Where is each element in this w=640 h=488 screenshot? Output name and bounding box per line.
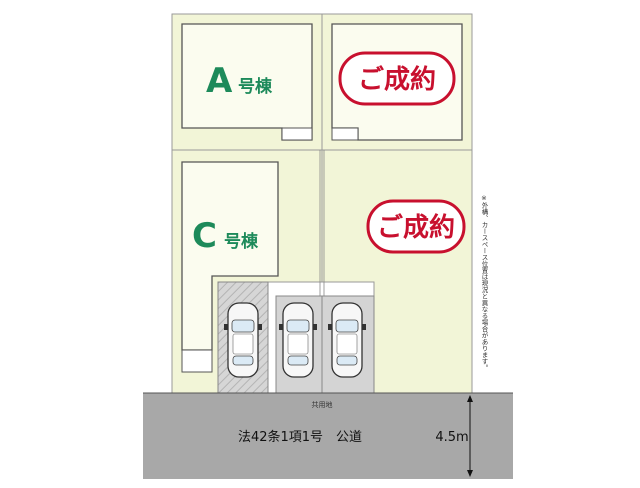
car-icon — [279, 302, 317, 378]
car-part — [232, 355, 254, 366]
building-a-step — [281, 127, 313, 141]
car-part — [313, 324, 317, 330]
car-icon — [224, 302, 262, 378]
lot-a-letter: A — [206, 61, 233, 101]
road-label: 法42条1項1号 公道 — [238, 429, 362, 445]
road-width-label: 4.5m — [435, 430, 468, 445]
lot-a-suffix: 号棟 — [238, 76, 273, 97]
car-part — [328, 324, 332, 330]
car-part — [287, 333, 309, 355]
car-part — [336, 333, 358, 355]
building-b-step — [331, 127, 359, 141]
car-part — [279, 324, 283, 330]
lot-c-letter: C — [192, 216, 217, 256]
car-icon — [328, 302, 366, 378]
sold-stamp-d: ご成約 — [366, 199, 466, 254]
car-part — [258, 324, 262, 330]
car-part — [231, 319, 255, 333]
shared-area-label: 共用地 — [312, 400, 333, 409]
car-part — [224, 324, 228, 330]
car-part — [336, 355, 358, 366]
car-part — [287, 355, 309, 366]
lot-c-suffix: 号棟 — [224, 231, 259, 252]
sold-stamp-b-text: ご成約 — [358, 64, 436, 95]
dimension-arrow-bottom — [467, 470, 473, 477]
car-part — [362, 324, 366, 330]
sold-stamp-d-text: ご成約 — [377, 212, 455, 243]
building-c-step — [181, 349, 213, 373]
road — [143, 393, 513, 479]
car-part — [232, 333, 254, 355]
dimension-arrow-top — [467, 395, 473, 402]
car-part — [335, 319, 359, 333]
side-note: ※外構、カースペース位置は現況と異なる場合があります。 — [480, 194, 488, 371]
car-part — [286, 319, 310, 333]
sold-stamp-b: ご成約 — [338, 51, 456, 106]
